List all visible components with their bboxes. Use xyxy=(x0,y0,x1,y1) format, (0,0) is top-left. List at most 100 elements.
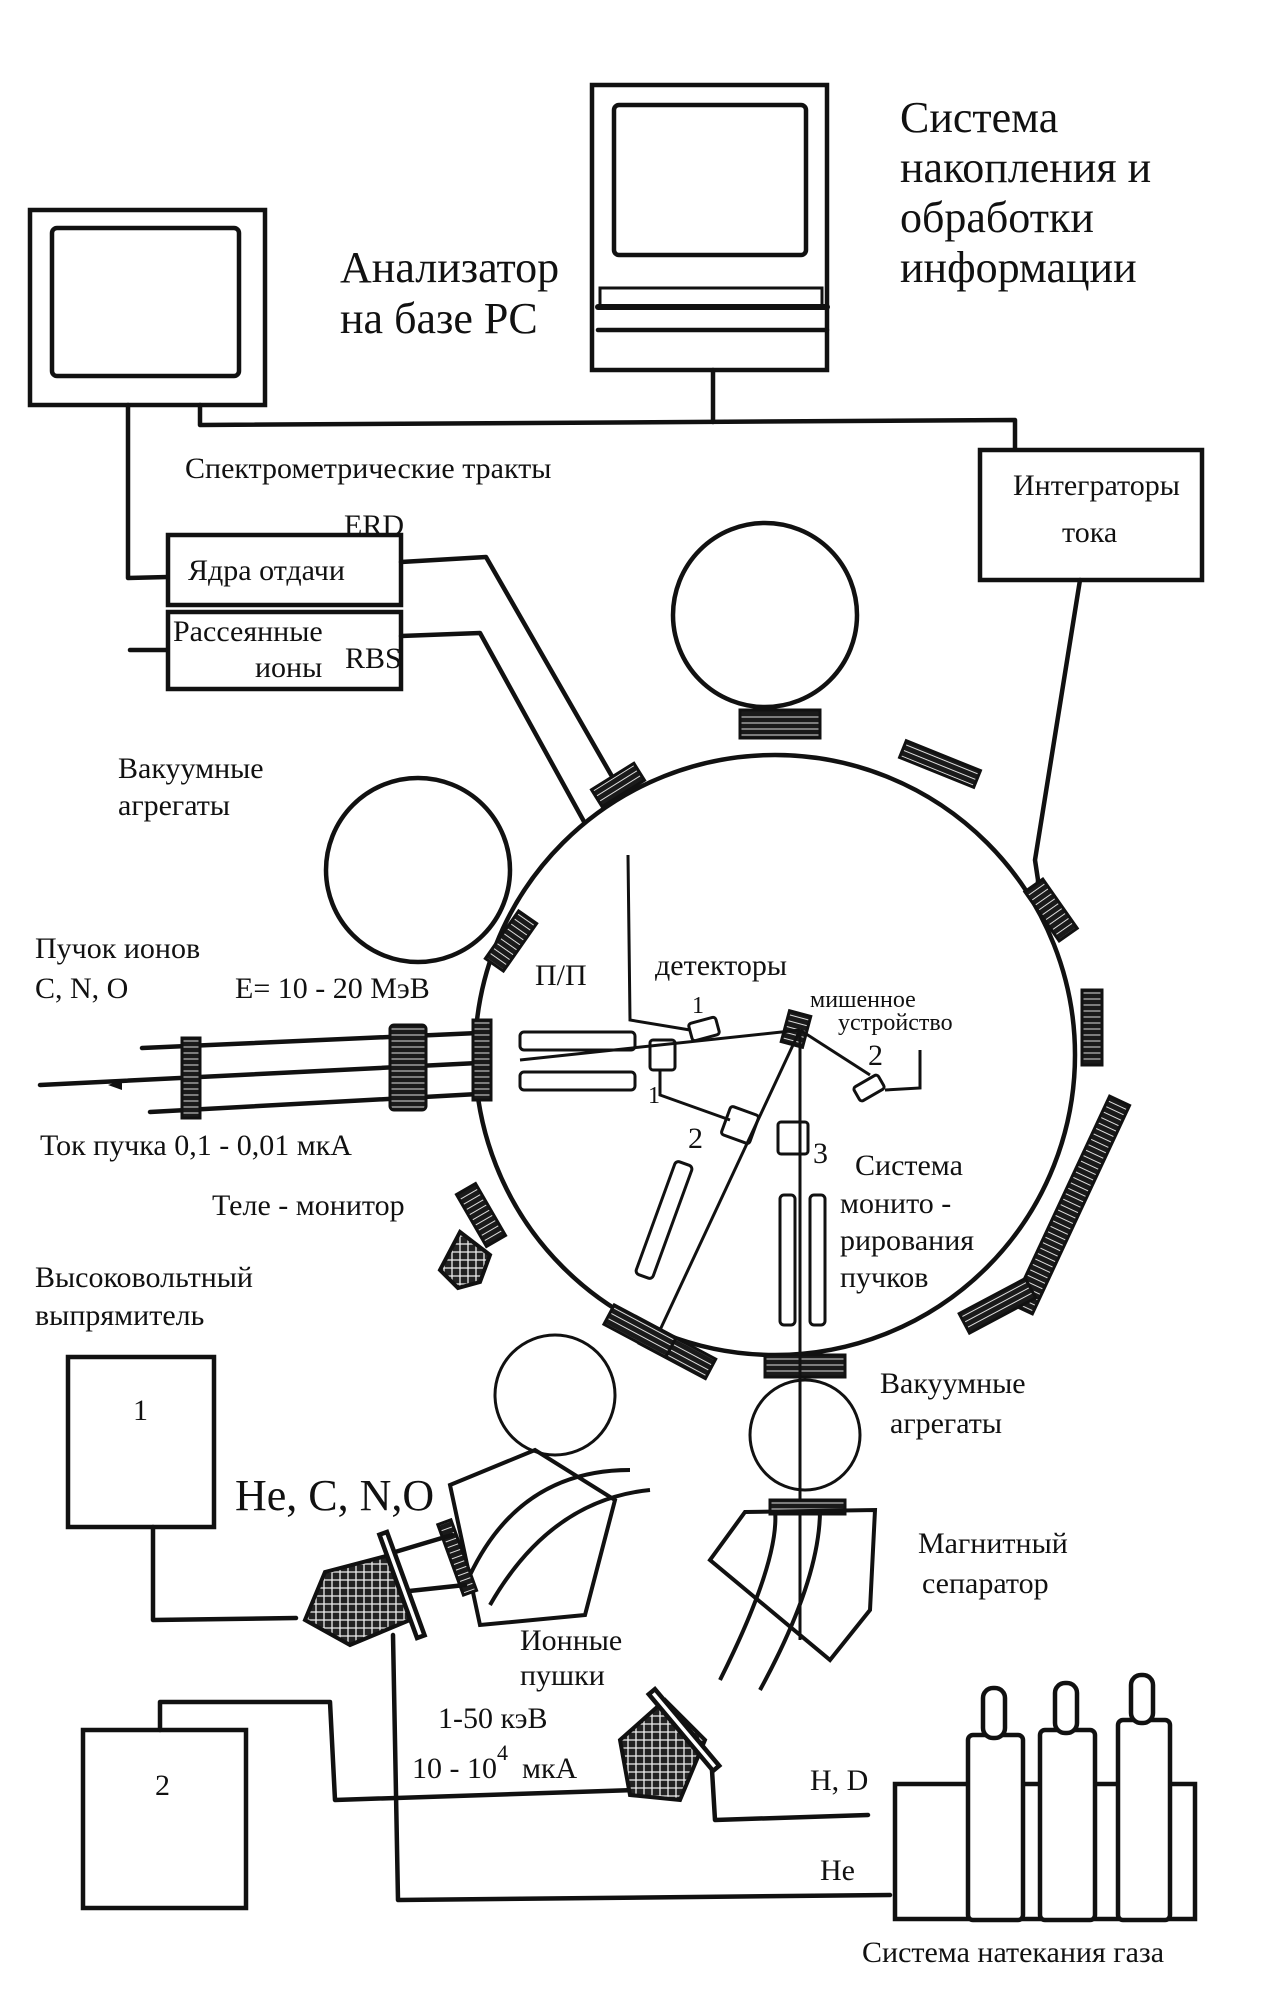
vacuum-pump-bottom-right xyxy=(748,1378,862,1492)
beam-monitoring-1: Система xyxy=(855,1149,963,1182)
vacuum-upper-label-1: Вакуумные xyxy=(118,752,264,785)
ion-guns-2: пушки xyxy=(520,1659,605,1692)
ion-guns-current: 10 - 104 мкА xyxy=(412,1740,578,1785)
ion-gun-left: He, C, N,O xyxy=(235,1302,679,1648)
gun-left-plate xyxy=(376,1529,428,1641)
beam-flange-2 xyxy=(388,1023,428,1112)
acquisition-label-2: накопления и xyxy=(900,143,1151,192)
pp-label: П/П xyxy=(535,959,587,992)
current-integrators: Интеграторы тока xyxy=(789,447,1205,1153)
gas-system: H, D He Система натекания газа xyxy=(810,1672,1198,1969)
det-label-3: 3 xyxy=(813,1137,828,1170)
beam-current-label: Ток пучка 0,1 - 0,01 мкА xyxy=(40,1129,352,1162)
ion-guns-energy: 1-50 кэВ xyxy=(438,1702,548,1735)
acquisition-computer: Система накопления и обработки информаци… xyxy=(589,82,1151,373)
gas-cylinder xyxy=(1037,1680,1098,1923)
detector-3 xyxy=(776,1120,810,1156)
target-chamber: П/П детекторы мишенное устройство 1 1 2 … xyxy=(437,738,1132,1640)
lower-labels: Вакуумные агрегаты Магнитный сепаратор И… xyxy=(412,1367,1068,1785)
beam-label-energy: E= 10 - 20 МэВ xyxy=(235,972,430,1005)
rbs-channel-label-1: Рассеянные xyxy=(173,615,323,648)
target-label-1: мишенное xyxy=(810,987,916,1013)
monitor-pipe-a xyxy=(778,1193,797,1327)
collimator-upper xyxy=(518,1030,637,1052)
collimator-lower xyxy=(518,1070,637,1092)
ion-gun-right xyxy=(617,1378,878,1823)
spectrometry-channels: Спектрометрические тракты Ядра отдачи ER… xyxy=(165,452,943,1068)
det-label-1a: 1 xyxy=(692,993,704,1019)
port-flange xyxy=(1022,877,1080,943)
separator-1: Магнитный xyxy=(918,1527,1068,1560)
erd-channel-label: Ядра отдачи xyxy=(188,554,345,587)
det-label-2a: 2 xyxy=(868,1039,883,1072)
rbs-channel-label-2: ионы xyxy=(255,651,322,684)
rbs-channel-box xyxy=(165,609,404,692)
det-label-2b: 2 xyxy=(688,1122,703,1155)
hv-rectifier: Высоковольтный выпрямитель 1 2 xyxy=(35,1261,893,1911)
pump-top-flange xyxy=(738,708,822,740)
bend-flange xyxy=(601,1302,679,1360)
tv-monitor-flange xyxy=(454,1181,508,1249)
acquisition-label-1: Система xyxy=(900,93,1058,142)
acquisition-label-3: обработки xyxy=(900,193,1094,242)
magnet-right xyxy=(707,1507,878,1663)
data-bus-wiring xyxy=(125,367,1018,653)
current-exponent: 4 xyxy=(497,1740,508,1765)
beam-label-1: Пучок ионов xyxy=(35,932,200,965)
hv-supply-2 xyxy=(80,1727,249,1911)
vacuum-upper-label-2: агрегаты xyxy=(118,789,230,822)
analyzer-monitor-screen xyxy=(49,225,242,379)
hv-label-2: выпрямитель xyxy=(35,1299,204,1332)
gas-cylinder xyxy=(965,1685,1026,1923)
monitor-pipe-b xyxy=(808,1193,827,1327)
gas-he-label: He xyxy=(820,1854,855,1887)
separator-2: сепаратор xyxy=(922,1567,1049,1600)
monitor-pipe-left xyxy=(634,1160,694,1280)
integrators-box xyxy=(977,447,1205,583)
det-label-1b: 1 xyxy=(648,1083,660,1109)
detector-2-right xyxy=(852,1073,886,1103)
gun-left-species: He, C, N,O xyxy=(235,1471,434,1520)
magnet-left xyxy=(447,1447,618,1628)
port-flange xyxy=(589,761,647,809)
beam-monitoring-4: пучков xyxy=(840,1261,928,1294)
gun-right-plate xyxy=(645,1685,723,1775)
hv-label-1: Высоковольтный xyxy=(35,1261,253,1294)
gas-hd-label: H, D xyxy=(810,1764,868,1797)
current-base: 10 - 10 xyxy=(412,1752,497,1785)
beam-arrow-icon xyxy=(108,1080,122,1090)
analyzer-label-1: Анализатор xyxy=(340,243,559,292)
gas-system-label: Система натекания газа xyxy=(862,1936,1164,1969)
port-flange xyxy=(897,738,983,790)
beam-flange-1 xyxy=(180,1036,202,1120)
analyzer-pc: Анализатор на базе PC xyxy=(27,207,559,408)
acquisition-monitor-screen xyxy=(611,102,809,258)
ion-guns-1: Ионные xyxy=(520,1624,622,1657)
detector-1a xyxy=(648,1038,677,1072)
integrators-label-2: тока xyxy=(1062,516,1117,549)
incoming-beam-line: Пучок ионов C, N, O E= 10 - 20 МэВ Ток п… xyxy=(35,932,493,1222)
tv-monitor-label: Теле - монитор xyxy=(212,1189,405,1222)
detector-1b xyxy=(687,1015,721,1043)
beam-monitoring-2: монито - xyxy=(840,1187,951,1220)
gas-cylinder xyxy=(1115,1672,1173,1923)
erd-tag: ERD xyxy=(344,509,404,542)
spectrometry-heading: Спектрометрические тракты xyxy=(185,452,551,485)
beam-label-species: C, N, O xyxy=(35,972,128,1005)
port-flange-bottom xyxy=(763,1353,847,1379)
vacuum-pump-top xyxy=(670,520,860,710)
tv-camera xyxy=(437,1228,493,1291)
beam-monitoring-3: рирования xyxy=(840,1224,974,1257)
hv-supply-1 xyxy=(65,1354,217,1530)
beam-monitoring-label: Система монито - рирования пучков xyxy=(840,1149,974,1294)
vacuum-pump-left xyxy=(323,775,513,965)
vacuum-lower-1: Вакуумные xyxy=(880,1367,1026,1400)
current-unit: мкА xyxy=(522,1752,578,1785)
port-flange-long xyxy=(1010,1094,1132,1316)
vacuum-upper: Вакуумные агрегаты xyxy=(118,520,860,965)
integrators-label-1: Интеграторы xyxy=(1013,469,1180,502)
hv-supply-2-label: 2 xyxy=(155,1769,170,1802)
beam-flange-3 xyxy=(471,1018,493,1102)
erd-channel-box xyxy=(165,532,404,608)
